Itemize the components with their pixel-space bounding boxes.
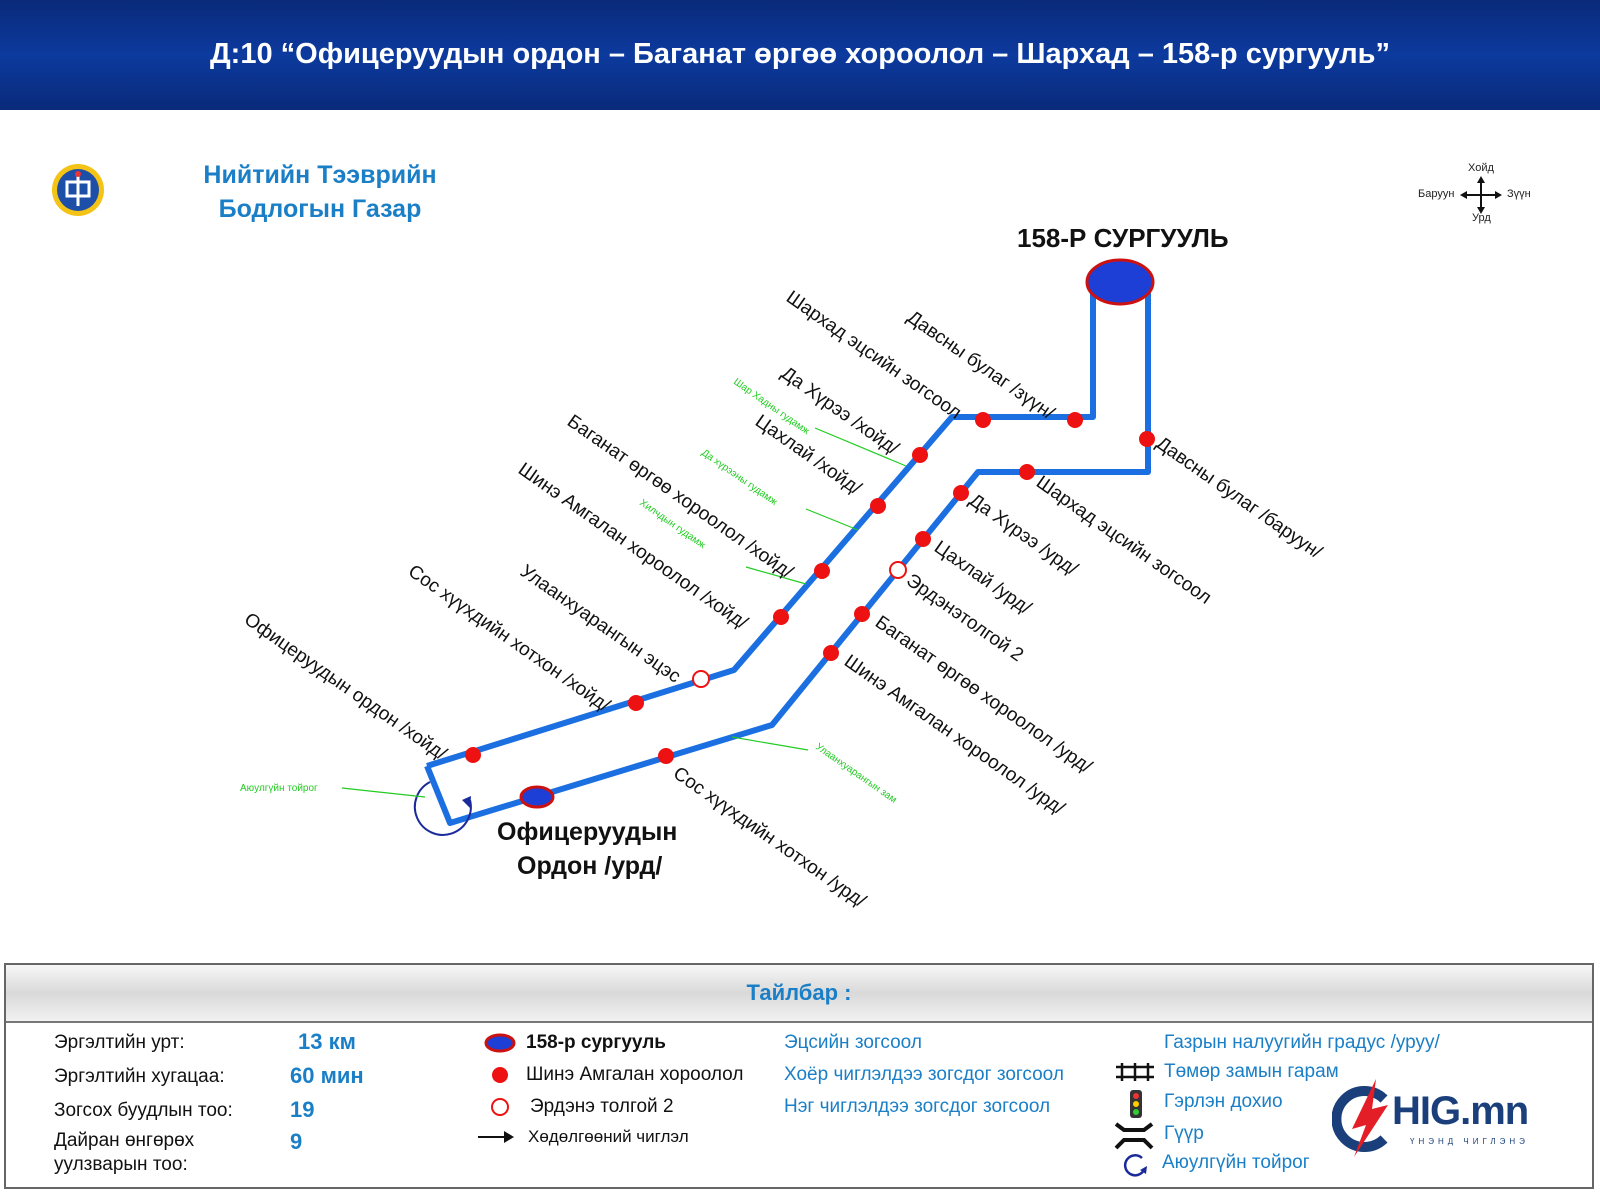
roundabout-icon: [413, 781, 472, 836]
one-way-stop-symbol-icon: [491, 1098, 509, 1116]
street-pointer-4: [731, 736, 809, 751]
organization-name-line1: Нийтийн Тээврийн: [203, 161, 437, 189]
terminal-top-label: 158-Р СУРГУУЛЬ: [1017, 223, 1229, 253]
route-map: 158-Р СУРГУУЛЬ Офицеруудын Ордон /урд/ О…: [240, 223, 1326, 913]
legend-infra-roundabout: Аюулгүйн тойрог: [1162, 1152, 1310, 1173]
brand-slogan: ҮНЭНД ЧИГЛЭНЭ: [1410, 1137, 1529, 1146]
stat-label-length: Эргэлтийн урт:: [54, 1032, 185, 1053]
legend-infra-slope: Газрын налуугийн градус /уруу/: [1164, 1032, 1440, 1053]
terminal-symbol-icon: [484, 1033, 516, 1053]
legend-stop-type-bidirectional: Хоёр чиглэлдээ зогсдог зогсоол: [784, 1064, 1064, 1085]
brand-name: HIG.mn: [1392, 1089, 1529, 1133]
stop-north-6[interactable]: [870, 498, 886, 514]
compass-arrows-icon: [1460, 176, 1502, 214]
street-pointer-5: [341, 787, 426, 798]
stop-symbol-icon: [492, 1067, 508, 1083]
roundabout-legend-icon: [1123, 1154, 1147, 1177]
organization-name: Нийтийн Тээврийн Бодлогын Газар: [150, 158, 490, 226]
stop-south-3[interactable]: [953, 485, 969, 501]
compass: Хойд Баруун Зүүн Урд: [1418, 160, 1538, 230]
header-bar: Д:10 “Офицеруудын ордон – Баганат өргөө …: [0, 0, 1600, 110]
stat-value-stops: 19: [290, 1097, 315, 1122]
stop-south-6[interactable]: [854, 606, 870, 622]
terminal-bottom-marker[interactable]: [519, 785, 555, 809]
compass-west: Баруун: [1418, 188, 1455, 200]
legend-symbol-terminal: 158-р сургууль: [526, 1032, 666, 1053]
legend-symbol-direction: Хөдөлгөөний чиглэл: [528, 1127, 689, 1146]
stop-north-2[interactable]: [628, 695, 644, 711]
stat-label-stops: Зогсох буудлын тоо:: [54, 1100, 233, 1121]
traffic-light-icon: [1130, 1090, 1142, 1118]
street-pointer-2: [805, 508, 859, 531]
street-pointer-1: [814, 427, 907, 467]
street-label-2: Да хүрээны гудамж: [699, 447, 779, 508]
legend-panel: Тайлбар : Эргэлтийн урт: 13 км Эргэлтийн…: [4, 963, 1594, 1189]
stop-label-north-4: Шинэ Амгалан хороолол /хойд/: [514, 459, 752, 634]
stop-north-5[interactable]: [814, 563, 830, 579]
stat-label-intersections: Дайран өнгөрөх: [54, 1130, 195, 1151]
stop-label-south-2: Шархад эцсийн зогсоол: [1032, 472, 1215, 609]
legend-symbol-one-way-stop: Эрдэнэ толгой 2: [530, 1096, 674, 1117]
stop-label-north-8: Шархад эцсийн зогсоол: [782, 287, 965, 424]
street-label-4: Улаанхуарангын зам: [813, 741, 898, 805]
terminal-top-marker[interactable]: [1085, 258, 1155, 306]
stop-south-1[interactable]: [1139, 431, 1155, 447]
legend-infra-bridge: Гүүр: [1164, 1123, 1204, 1144]
legend-symbol-stop: Шинэ Амгалан хороолол: [526, 1064, 744, 1085]
stop-south-2[interactable]: [1019, 464, 1035, 480]
stat-value-duration: 60 мин: [290, 1063, 364, 1088]
stop-south-8[interactable]: [658, 748, 674, 764]
stop-north-1[interactable]: [465, 747, 481, 763]
stat-value-intersections: 9: [290, 1129, 303, 1154]
stop-south-4[interactable]: [915, 531, 931, 547]
legend-title: Тайлбар :: [6, 965, 1592, 1023]
stop-label-north-2: Сос хүүхдийн хотхон /хойд/: [404, 561, 614, 717]
stat-label-duration: Эргэлтийн хугацаа:: [54, 1066, 225, 1087]
compass-south: Урд: [1472, 212, 1491, 224]
legend-infra-traffic-light: Гэрлэн дохио: [1164, 1091, 1283, 1112]
street-label-5: Аюулгүйн тойрог: [240, 783, 318, 794]
terminal-bottom-label-2: Ордон /урд/: [517, 852, 662, 880]
stop-north-8[interactable]: [975, 412, 991, 428]
route-title: Д:10 “Офицеруудын ордон – Баганат өргөө …: [210, 38, 1390, 70]
stat-label-intersections-2: уулзварын тоо:: [54, 1154, 188, 1175]
chig-mn-logo-icon: [1332, 1079, 1388, 1157]
terminal-bottom-label-1: Офицеруудын: [497, 818, 677, 846]
stop-north-7[interactable]: [912, 447, 928, 463]
stop-south-5[interactable]: [889, 561, 907, 579]
stop-label-south-1: Давсны булаг /баруун/: [1152, 433, 1326, 564]
bridge-icon: [1114, 1122, 1154, 1150]
direction-arrow-icon: [462, 796, 471, 808]
stop-label-north-9: Давсны булаг /зүүн/: [903, 307, 1059, 425]
compass-east: Зүүн: [1507, 188, 1531, 200]
direction-symbol-icon: [478, 1131, 514, 1143]
stop-north-9[interactable]: [1067, 412, 1083, 428]
stop-label-north-1: Офицеруудын ордон /хойд/: [240, 609, 451, 765]
compass-north: Хойд: [1468, 162, 1494, 174]
stat-value-length: 13 км: [298, 1029, 356, 1054]
legend-infra-rail-crossing: Төмөр замын гарам: [1164, 1061, 1339, 1082]
stop-north-4[interactable]: [773, 609, 789, 625]
legend-stop-type-terminal: Эцсийн зогсоол: [784, 1032, 922, 1053]
legend-stop-type-one-way: Нэг чиглэлдээ зогсдог зогсоол: [784, 1096, 1051, 1117]
street-pointer-3: [745, 566, 807, 585]
stop-north-3[interactable]: [692, 670, 710, 688]
rail-crossing-icon: [1116, 1063, 1154, 1081]
organization-name-line2: Бодлогын Газар: [218, 195, 422, 223]
organization-logo-icon: [52, 164, 104, 216]
stop-label-south-8: Сос хүүхдийн хотхон /урд/: [669, 763, 870, 913]
stop-south-7[interactable]: [823, 645, 839, 661]
